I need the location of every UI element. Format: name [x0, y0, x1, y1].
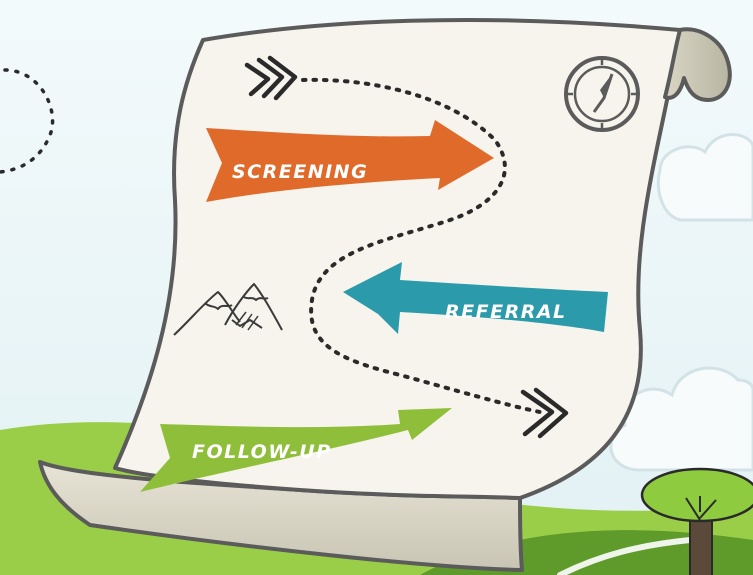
tree-icon: [640, 467, 753, 575]
step-screening-label: SCREENING: [232, 161, 368, 183]
scroll-top-curl: [663, 27, 732, 102]
step-follow-up: FOLLOW-UP: [140, 408, 452, 492]
step-referral-label: REFERRAL: [445, 301, 567, 323]
dotted-trail-left: [0, 68, 55, 174]
step-follow-up-banner: [140, 408, 452, 492]
step-follow-up-label: FOLLOW-UP: [192, 441, 332, 463]
cloud-top-right: [656, 133, 753, 222]
compass-icon: [564, 56, 640, 132]
step-screening-banner: [206, 120, 494, 202]
step-screening: SCREENING: [206, 120, 494, 202]
triple-chevron-icon: [244, 55, 298, 101]
step-referral: REFERRAL: [343, 262, 608, 334]
road: [557, 537, 693, 575]
step-referral-banner: [343, 262, 608, 334]
mountains-icon: [173, 283, 283, 336]
double-chevron-icon: [520, 387, 569, 439]
dotted-route: [301, 77, 542, 414]
